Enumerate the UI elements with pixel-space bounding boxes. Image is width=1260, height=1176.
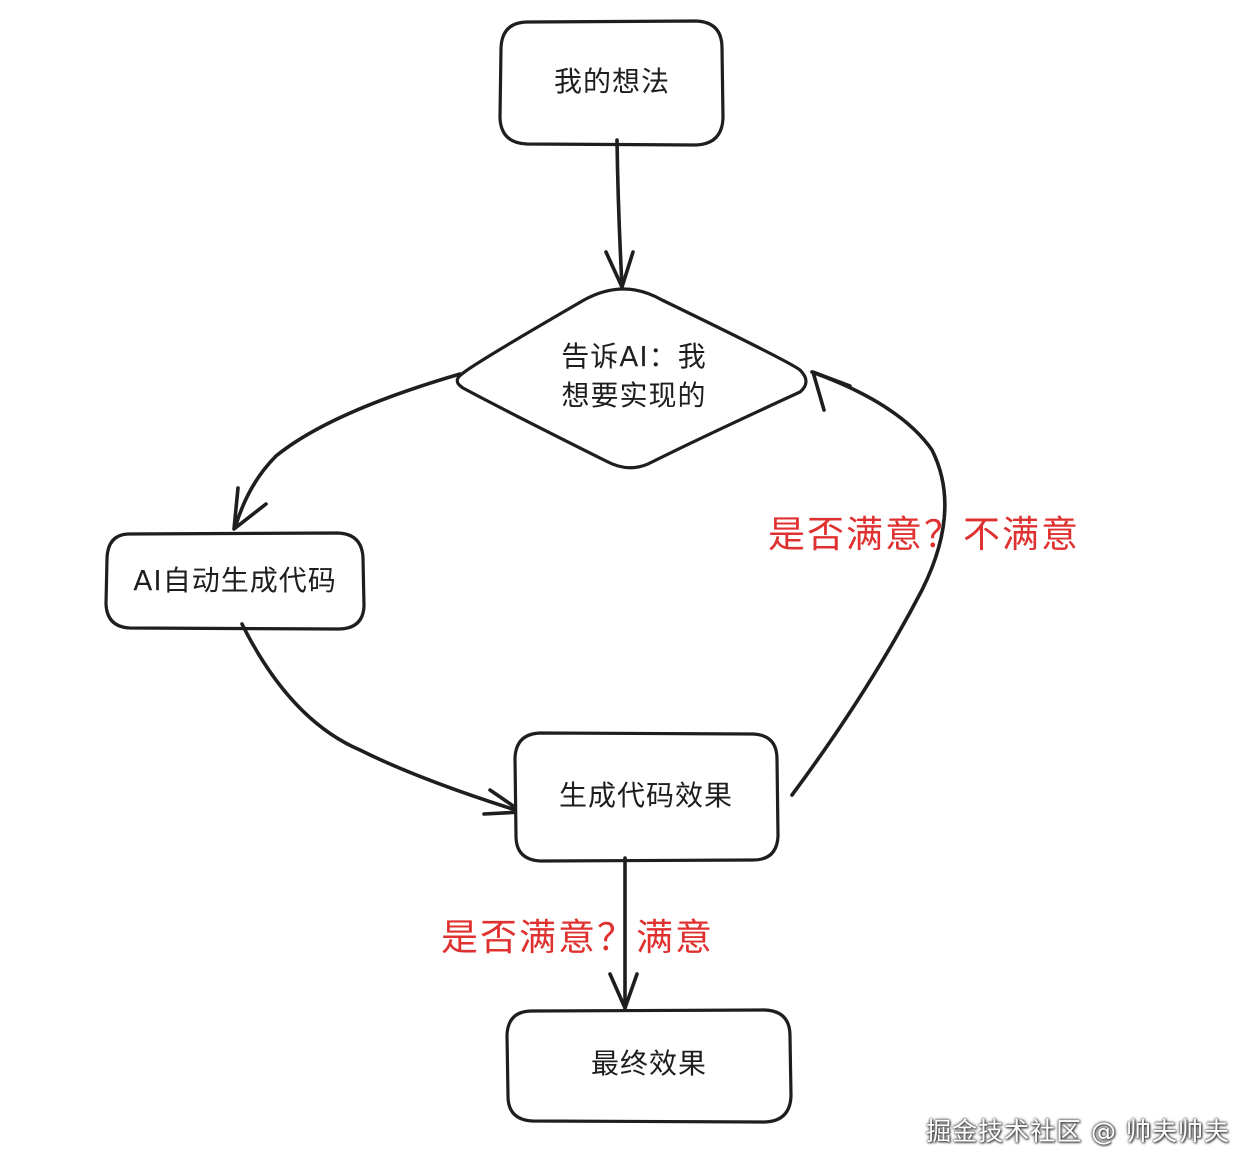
- node-code-result: 生成代码效果: [513, 731, 780, 863]
- node-ai-generate: AI自动生成代码: [104, 531, 366, 631]
- edge-tell-ai-to-generate: [232, 372, 462, 531]
- node-final-result-label: 最终效果: [591, 1047, 707, 1080]
- edge-result-to-final: [608, 856, 639, 1010]
- node-final-result: 最终效果: [505, 1008, 793, 1124]
- node-my-idea: 我的想法: [498, 19, 725, 147]
- edge-generate-to-result: [240, 622, 524, 816]
- label-not-satisfied: 是否满意？不满意: [768, 513, 1080, 556]
- node-my-idea-label: 我的想法: [554, 65, 670, 98]
- node-code-result-label: 生成代码效果: [559, 779, 733, 812]
- node-tell-ai-line2: 想要实现的: [561, 379, 706, 412]
- edge-result-back-to-tell-ai: [790, 370, 947, 797]
- node-tell-ai-line1: 告诉AI：我: [561, 340, 706, 373]
- edge-idea-to-tell-ai: [604, 138, 635, 289]
- watermark: 掘金技术社区 @ 帅夫帅夫: [926, 1117, 1230, 1146]
- node-tell-ai-decision: 告诉AI：我 想要实现的: [455, 287, 808, 470]
- label-satisfied: 是否满意？满意: [441, 916, 714, 959]
- node-ai-generate-label: AI自动生成代码: [133, 564, 336, 597]
